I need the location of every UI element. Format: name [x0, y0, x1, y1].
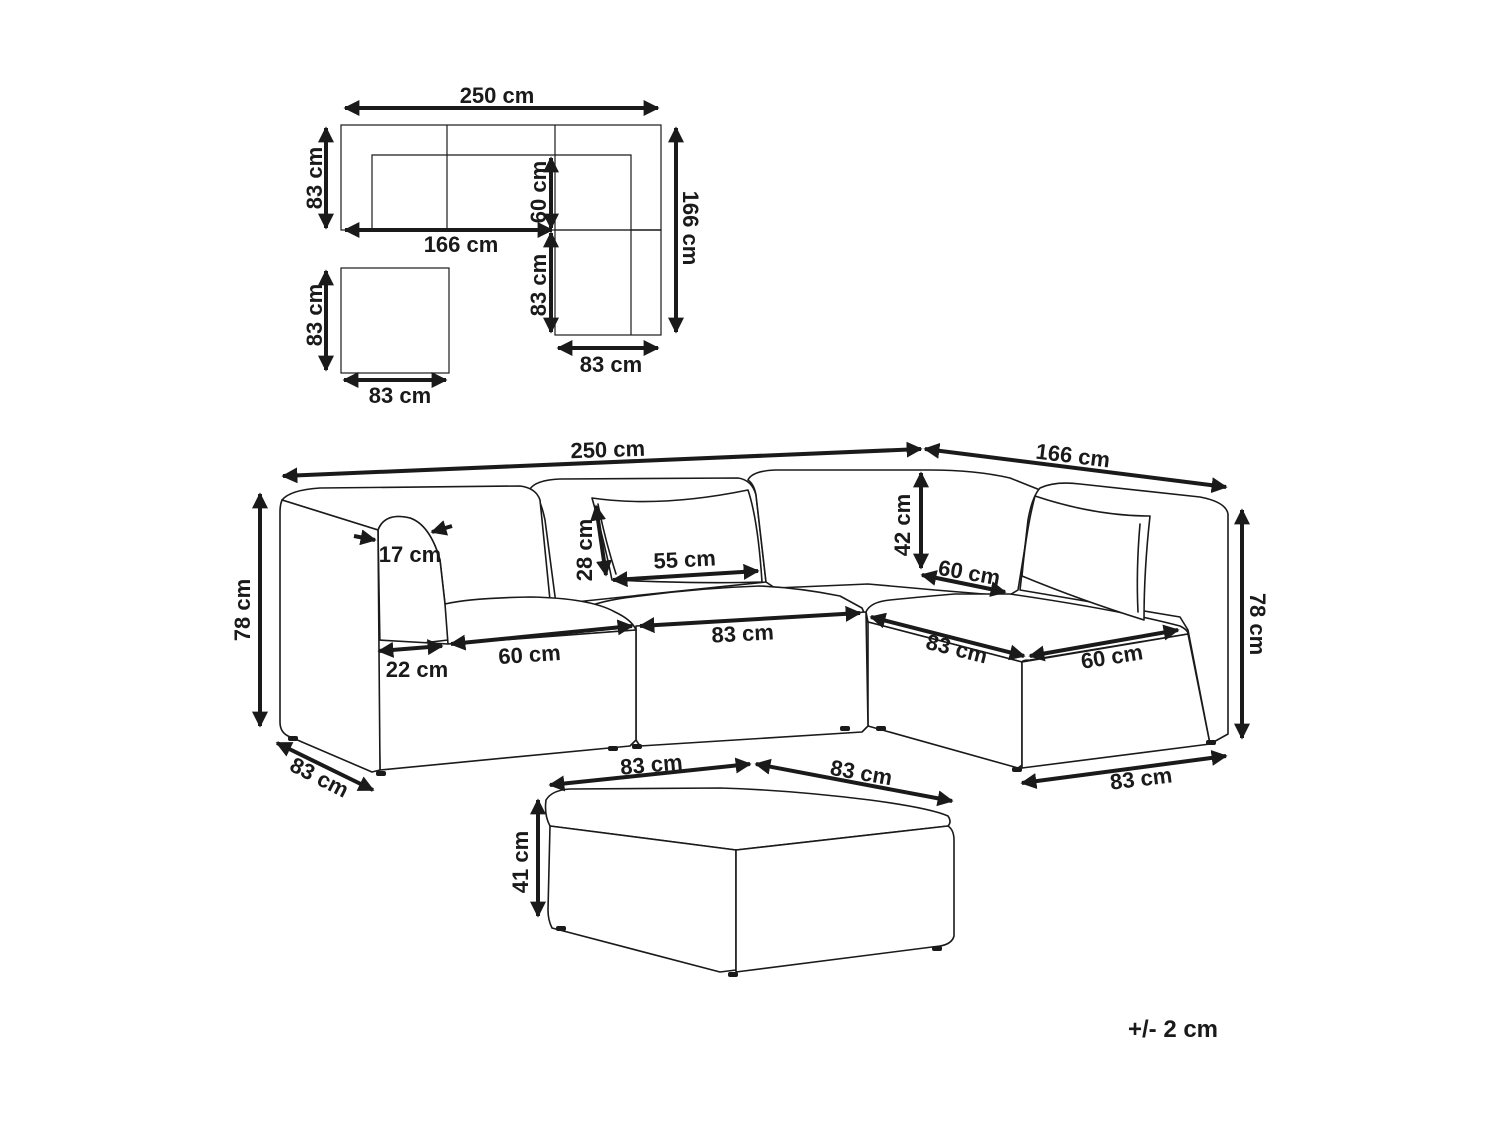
front-height-right-label: 78 cm: [1245, 593, 1270, 655]
top-view-plan: 250 cm 83 cm 60 cm 166 cm 166 cm 83 cm 8…: [302, 83, 703, 408]
tolerance-note: +/- 2 cm: [1128, 1016, 1218, 1043]
plan-corner-module: [554, 229, 662, 336]
plan-ottoman-depth-label: 83 cm: [302, 284, 327, 346]
plan-inner-length-label: 166 cm: [424, 232, 499, 257]
plan-ottoman-width-label: 83 cm: [369, 383, 431, 408]
plan-length-label: 166 cm: [678, 191, 703, 266]
plan-corner-depth-label: 83 cm: [526, 254, 551, 316]
plan-corner-width-label: 83 cm: [580, 352, 642, 377]
middle-seat-width-label: 83 cm: [711, 619, 775, 647]
left-arm-front: [377, 515, 451, 649]
left-seat-depth-label: 60 cm: [497, 640, 561, 669]
cushion-width-label: 55 cm: [653, 545, 717, 573]
plan-seat-depth-label: 60 cm: [526, 161, 551, 223]
plan-ottoman: [340, 267, 450, 374]
left-module-side: [279, 499, 381, 773]
right-depth-label: 83 cm: [1109, 762, 1174, 794]
ottoman-front: [547, 825, 737, 973]
front-width-label: 250 cm: [570, 436, 645, 464]
plan-depth-label: 83 cm: [302, 147, 327, 209]
ottoman-side: [735, 825, 955, 973]
arm-inner-label: 22 cm: [386, 657, 448, 682]
ottoman-height-label: 41 cm: [508, 831, 533, 893]
ottoman-depth-label: 83 cm: [828, 755, 894, 790]
plan-width-label: 250 cm: [460, 83, 535, 108]
ottoman-width-label: 83 cm: [619, 749, 683, 779]
front-height-left-label: 78 cm: [230, 579, 255, 641]
plan-back-row: [340, 124, 662, 231]
front-side-length-label: 166 cm: [1034, 439, 1111, 473]
armrest-width-label: 17 cm: [379, 542, 441, 567]
cushion-height-label: 28 cm: [572, 519, 597, 581]
perspective-dimensions: [252, 441, 1250, 918]
back-height-label: 42 cm: [890, 494, 915, 556]
right-cushion: [1021, 495, 1151, 621]
